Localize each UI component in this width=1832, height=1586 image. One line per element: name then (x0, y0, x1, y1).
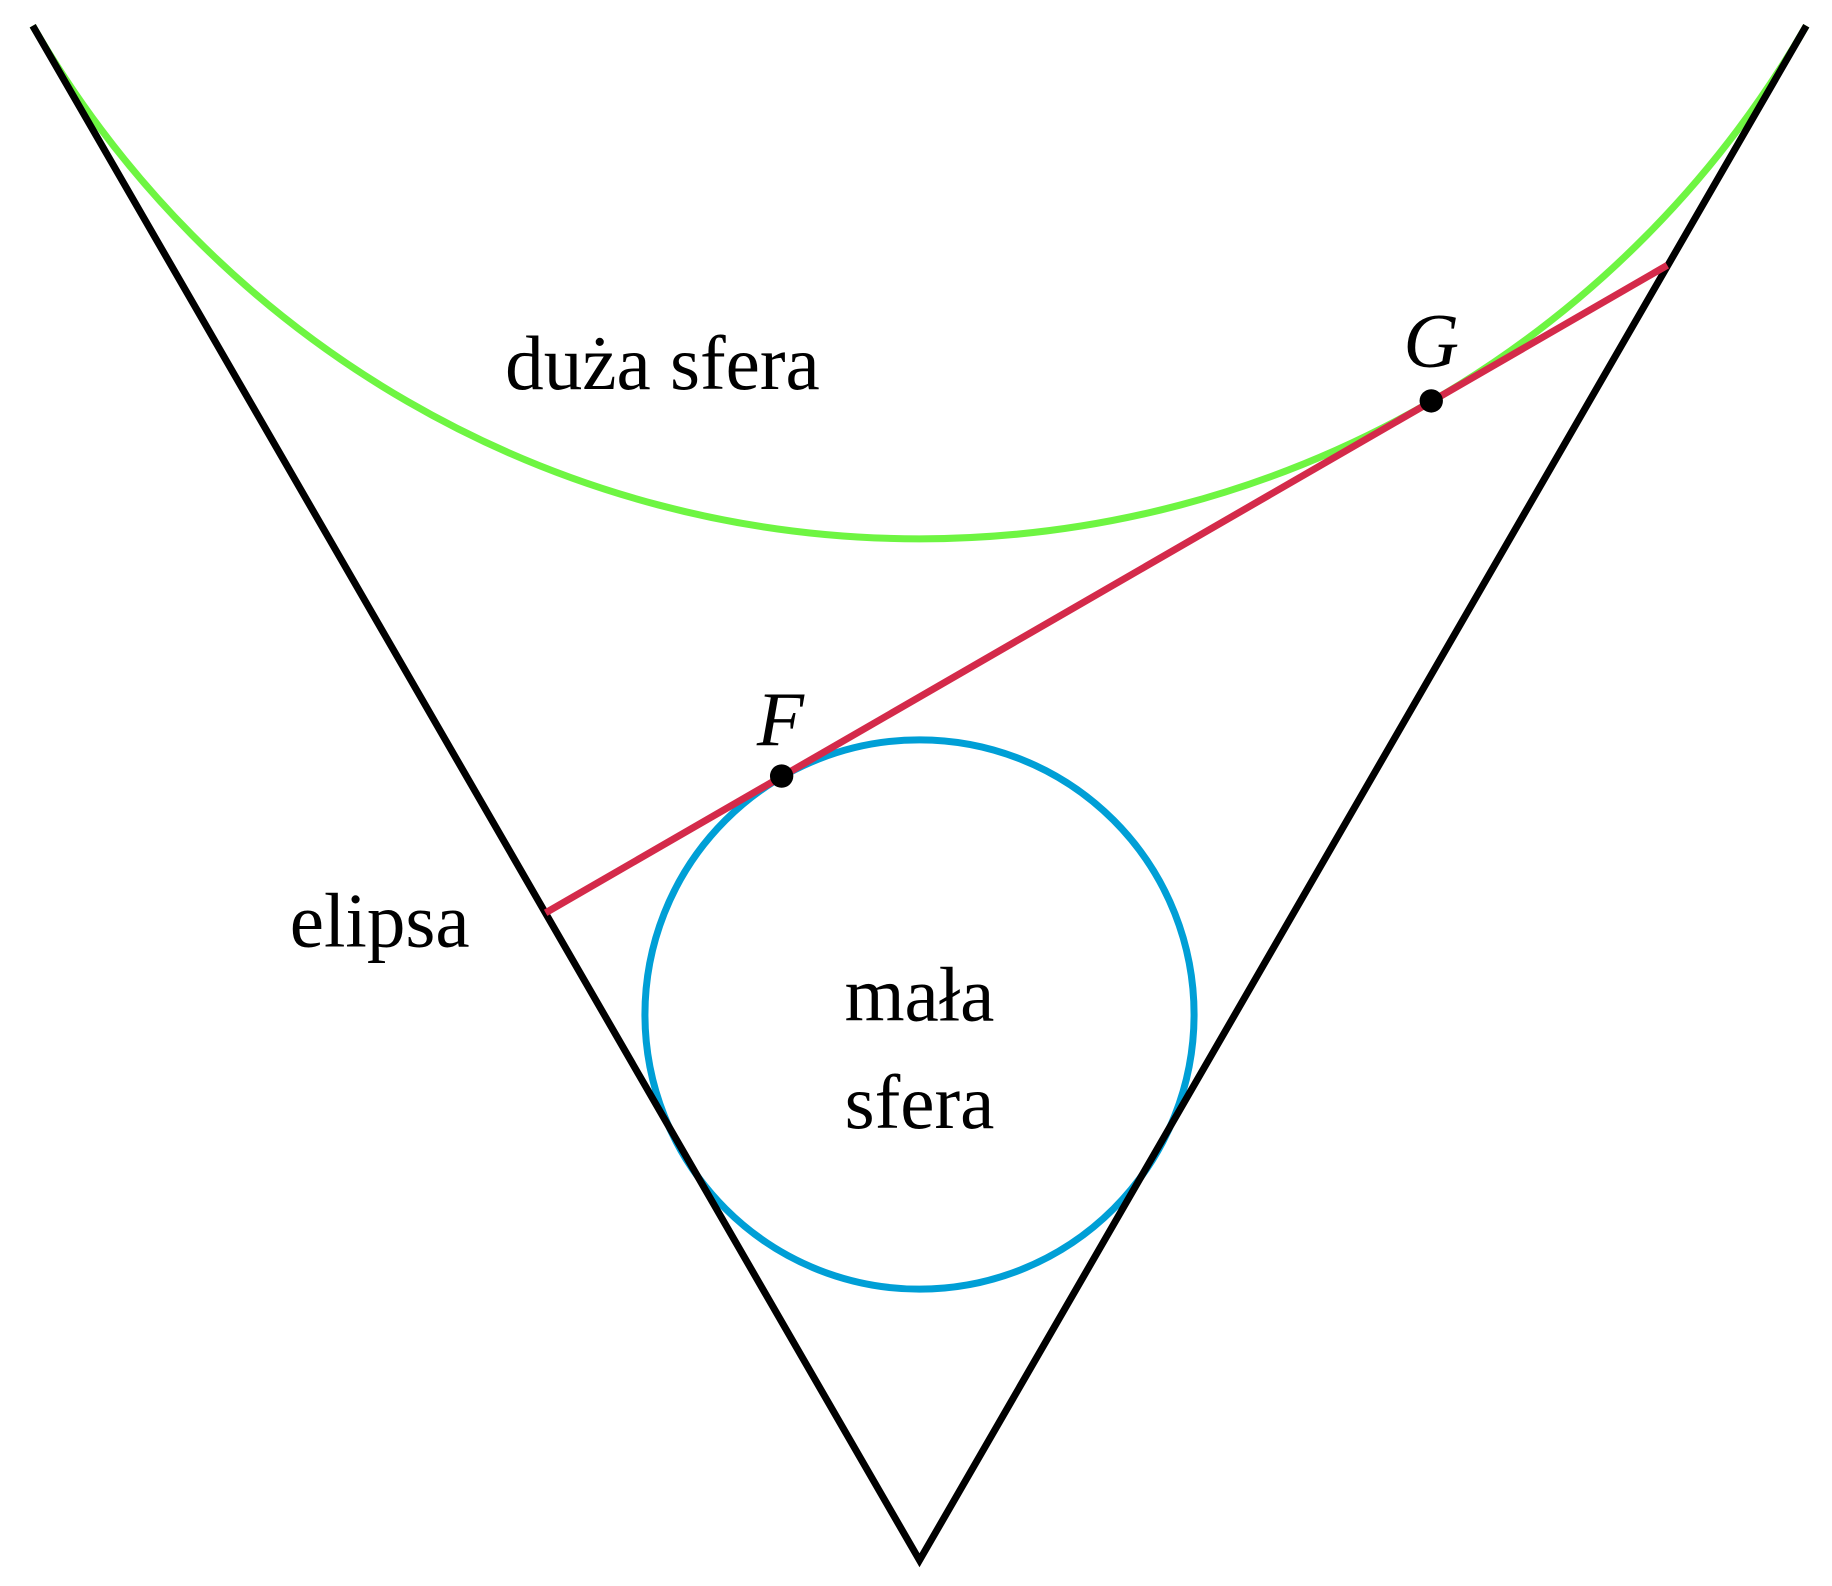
point-g-dot (1419, 389, 1443, 413)
small-sphere-label-line2: sfera (845, 1059, 995, 1145)
point-f-dot (769, 764, 794, 788)
point-f-label: F (756, 677, 805, 763)
big-sphere-arc (29, 23, 1810, 543)
small-sphere-circle (641, 736, 1198, 1293)
ellipse-section-line (543, 262, 1670, 916)
big-sphere-label: duża sfera (505, 320, 820, 406)
small-sphere-label-line1: mała (845, 951, 995, 1037)
ellipse-label: elipsa (290, 878, 470, 964)
cone-outline (29, 23, 1810, 1568)
point-g-label: G (1403, 298, 1459, 384)
